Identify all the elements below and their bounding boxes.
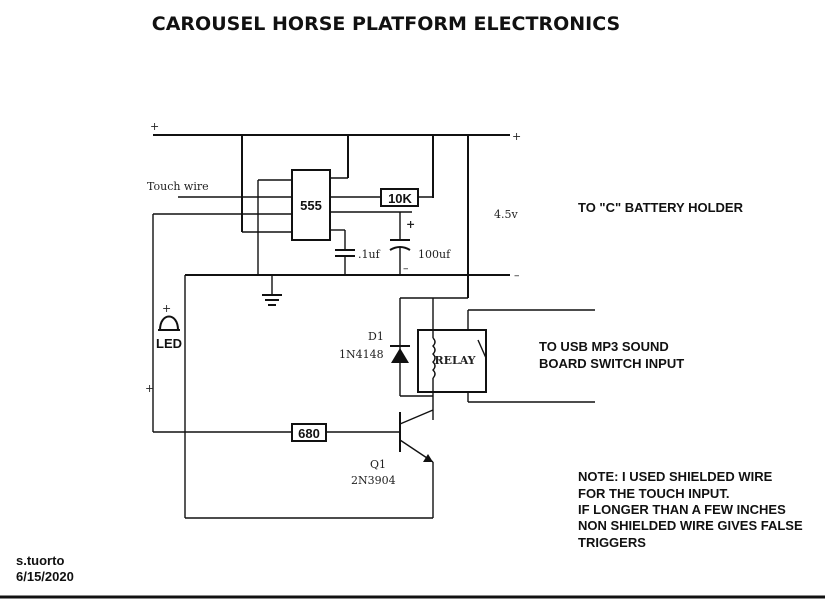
touch-wire-label: Touch wire bbox=[147, 180, 209, 193]
note-line-1: NOTE: I USED SHIELDED WIRE bbox=[578, 469, 773, 484]
usb-note-line-1: TO USB MP3 SOUND bbox=[539, 339, 669, 354]
relay-coil bbox=[432, 337, 436, 379]
transistor-name: Q1 bbox=[370, 458, 386, 471]
led-arc bbox=[159, 315, 179, 331]
resistor-10k bbox=[380, 188, 419, 207]
diagram-title: CAROUSEL HORSE PLATFORM ELECTRONICS bbox=[152, 13, 620, 35]
note-line-2: FOR THE TOUCH INPUT. bbox=[578, 486, 729, 501]
ic-555 bbox=[291, 169, 331, 241]
relay-switch bbox=[477, 339, 487, 359]
led-label-bg bbox=[154, 334, 184, 352]
cap-large-minus: – bbox=[403, 262, 409, 275]
cap-small-label: .1uf bbox=[358, 248, 381, 261]
ic-555-label: 555 bbox=[300, 198, 322, 213]
voltage-label: 4.5v bbox=[494, 208, 518, 221]
negative-rail-minus: – bbox=[514, 269, 520, 282]
relay bbox=[417, 329, 487, 393]
note-line-3: IF LONGER THAN A FEW INCHES bbox=[578, 502, 786, 517]
resistor-680 bbox=[291, 423, 327, 442]
led-cathode-mark: + bbox=[145, 382, 154, 395]
author-date: 6/15/2020 bbox=[16, 569, 74, 584]
author-name: s.tuorto bbox=[16, 553, 64, 568]
cap-large-plate-bottom bbox=[389, 246, 411, 251]
transistor-collector bbox=[399, 409, 434, 425]
positive-rail-left-plus: + bbox=[150, 120, 159, 133]
led-label: LED bbox=[156, 336, 182, 351]
diode-d1 bbox=[391, 348, 409, 363]
positive-rail-right-plus: + bbox=[512, 130, 521, 143]
transistor-part: 2N3904 bbox=[351, 474, 396, 487]
battery-note: TO "C" BATTERY HOLDER bbox=[578, 200, 744, 215]
diode-name: D1 bbox=[368, 330, 384, 343]
resistor-680-label: 680 bbox=[298, 426, 320, 441]
usb-note-line-2: BOARD SWITCH INPUT bbox=[539, 356, 684, 371]
note-line-4: NON SHIELDED WIRE GIVES FALSE bbox=[578, 518, 803, 533]
note-line-5: TRIGGERS bbox=[578, 535, 646, 550]
resistor-10k-label: 10K bbox=[388, 191, 412, 206]
cap-large-plus: + bbox=[406, 218, 415, 231]
led-anode-mark: + bbox=[162, 302, 171, 315]
diode-part: 1N4148 bbox=[339, 348, 384, 361]
transistor-arrow bbox=[423, 454, 433, 462]
relay-label: RELAY bbox=[434, 354, 475, 367]
cap-large-label: 100uf bbox=[418, 248, 451, 261]
